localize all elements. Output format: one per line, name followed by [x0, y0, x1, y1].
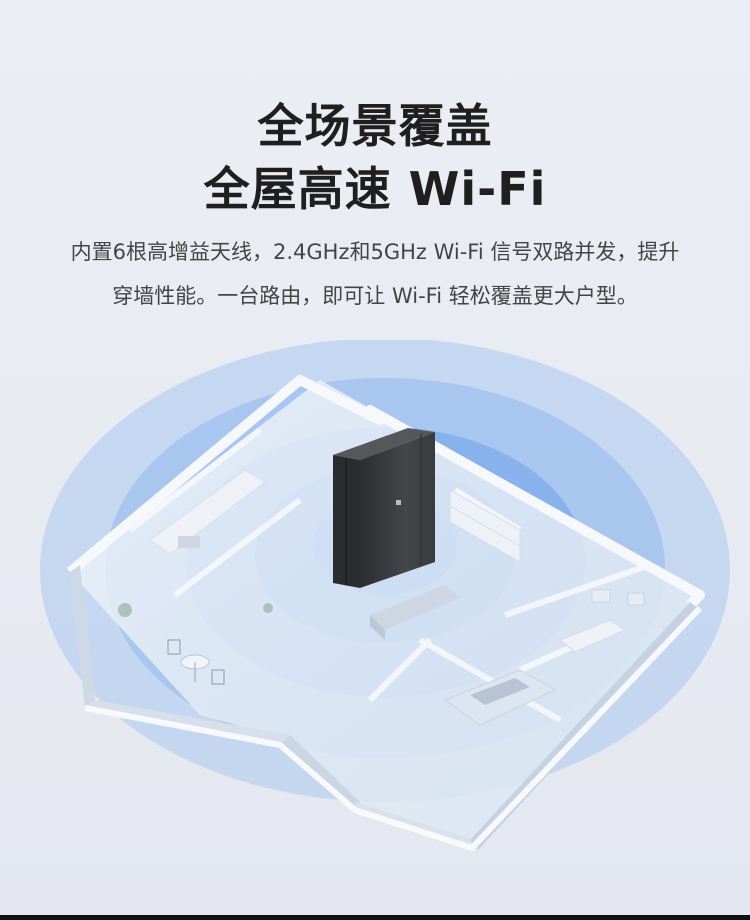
router-device-icon [333, 428, 435, 588]
furniture [118, 469, 645, 726]
bottom-divider [0, 915, 750, 920]
house-floorplan-illustration [40, 340, 730, 851]
description-line-1: 内置6根高增益天线，2.4GHz和5GHz Wi-Fi 信号双路并发，提升 [70, 240, 680, 264]
headline-coverage: 全场景覆盖 [257, 99, 493, 153]
description-line-2: 穿墙性能。一台路由，即可让 Wi-Fi 轻松覆盖更大户型。 [112, 284, 638, 308]
headline-wifi: 全屋高速 Wi-Fi [203, 162, 547, 216]
